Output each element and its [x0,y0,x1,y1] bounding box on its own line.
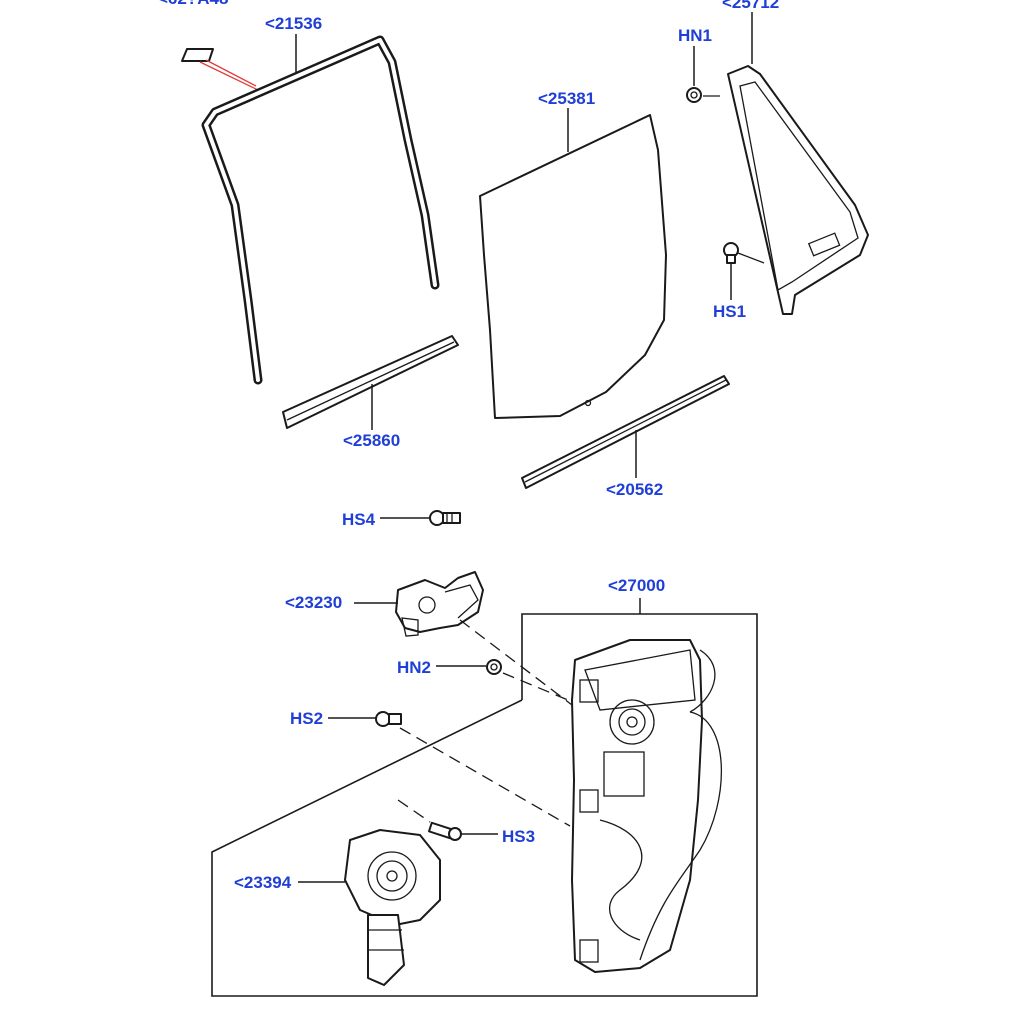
callout-label-25860[interactable]: <25860 [343,431,401,450]
callout-label-25712[interactable]: <25712 [722,0,780,12]
screw-hs3-part[interactable] [397,799,498,841]
screw-hs4-part[interactable] [380,510,461,526]
regulator-assembly-frame [211,598,758,997]
callout-label-21536[interactable]: <21536 [265,14,323,33]
callout-label-27000[interactable]: <27000 [608,576,666,595]
inner-belt-weatherstrip-part[interactable] [282,335,459,430]
callout-label-25381[interactable]: <25381 [538,89,596,108]
callout-label-hn2[interactable]: HN2 [397,658,432,677]
callout-label-hs3[interactable]: HS3 [502,827,536,846]
callout-label-hs1[interactable]: HS1 [713,302,747,321]
callout-label-hs2[interactable]: HS2 [290,709,324,728]
callout-label-23230[interactable]: <23230 [285,593,343,612]
motor-bracket-23230-part[interactable] [354,571,573,706]
screw-hs1-part[interactable] [723,242,765,300]
callout-label-hs4[interactable]: HS4 [342,510,376,529]
screw-hs2-part[interactable] [328,711,571,827]
callout-label-23394[interactable]: <23394 [234,873,292,892]
sticker-part[interactable] [181,48,259,91]
nut-hn1-part[interactable] [686,46,720,103]
callout-label-sticker[interactable]: <62?A48 [158,0,228,8]
quarter-window-glass-part[interactable] [727,12,869,315]
outer-belt-weatherstrip-part[interactable] [521,375,730,489]
glass-run-channel-part[interactable] [201,34,440,385]
window-regulator-part[interactable] [571,639,722,973]
callout-label-hn1[interactable]: HN1 [678,26,713,45]
nut-hn2-part[interactable] [436,659,569,701]
door-glass-part[interactable] [479,108,667,419]
callout-label-20562[interactable]: <20562 [606,480,664,499]
window-motor-part[interactable] [298,829,441,986]
